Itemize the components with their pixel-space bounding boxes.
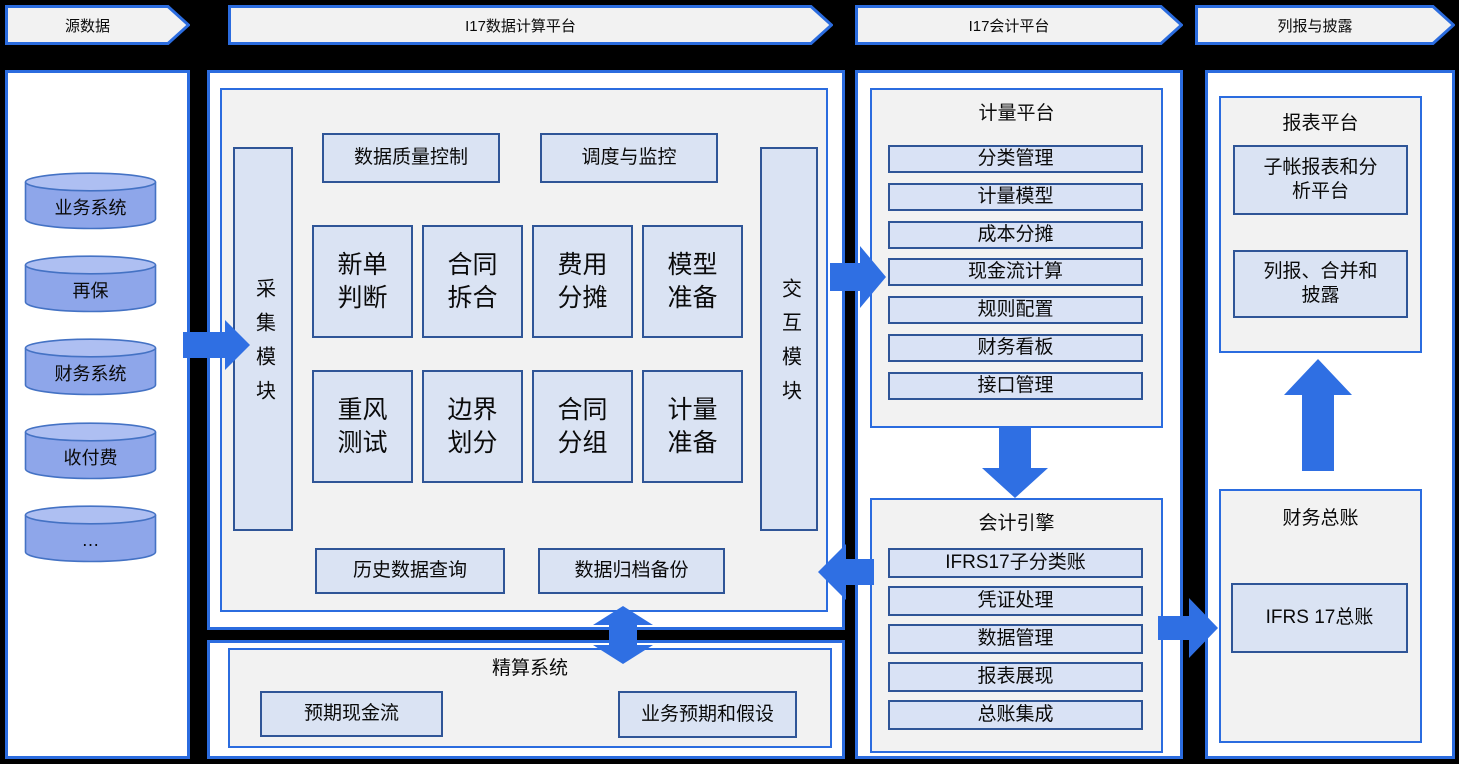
cylinder-label: 收付费	[63, 448, 118, 468]
cylinder-label: …	[81, 529, 100, 550]
accounting-engine-box: 会计引擎 IFRS17子分类账 凭证处理 数据管理 报表展现 总账集成	[870, 498, 1163, 753]
cylinder-business-system: 业务系统	[24, 172, 157, 230]
contract-grouping-box: 合同 分组	[532, 370, 633, 483]
gl-integration-item: 总账集成	[888, 700, 1143, 730]
measurement-platform-box: 计量平台 分类管理 计量模型 成本分摊 现金流计算 规则配置 财务看板 接口管理	[870, 88, 1163, 428]
interact-module-bar: 交互模块	[760, 147, 818, 531]
data-quality-control-box: 数据质量控制	[322, 133, 500, 183]
header-label: 源数据	[64, 17, 110, 35]
database-cylinder-icon	[24, 172, 157, 230]
cost-allocation-item: 成本分摊	[888, 221, 1143, 249]
chevron-shape	[228, 5, 833, 45]
compute-platform-inner: 采集模块 交互模块 数据质量控制 调度与监控 新单 判断 合同 拆合 费用 分摊…	[220, 88, 828, 612]
history-data-query-box: 历史数据查询	[315, 548, 505, 594]
data-management-item: 数据管理	[888, 624, 1143, 654]
report-presentation-item: 报表展现	[888, 662, 1143, 692]
database-cylinder-icon	[24, 338, 157, 396]
arrow-source-to-compute	[183, 320, 250, 375]
database-cylinder-icon	[24, 422, 157, 480]
chevron-shape	[5, 5, 190, 45]
arrow-compute-actuarial-bidirectional	[592, 606, 654, 669]
cylinder-finance-system: 财务系统	[24, 338, 157, 396]
database-cylinder-icon	[24, 505, 157, 563]
report-platform-box: 报表平台 子帐报表和分 析平台 列报、合并和 披露	[1219, 96, 1422, 353]
boundary-division-box: 边界 划分	[422, 370, 523, 483]
arrow-measurement-to-engine	[982, 426, 1048, 503]
finance-dashboard-item: 财务看板	[888, 334, 1143, 362]
classification-management-item: 分类管理	[888, 145, 1143, 173]
chevron-shape	[855, 5, 1183, 45]
database-cylinder-icon	[24, 255, 157, 313]
cylinder-label: 财务系统	[54, 364, 127, 384]
arrow-engine-to-compute	[818, 544, 874, 605]
header-label: I17数据计算平台	[465, 17, 576, 35]
chevron-shape	[1195, 5, 1455, 45]
cashflow-calculation-item: 现金流计算	[888, 258, 1143, 286]
data-archive-backup-box: 数据归档备份	[538, 548, 725, 594]
measurement-platform-title: 计量平台	[978, 103, 1055, 124]
actuarial-system-inner: 精算系统 预期现金流 业务预期和假设	[228, 648, 832, 748]
source-data-panel: 业务系统 再保 财务系统 收付费	[5, 70, 190, 759]
interface-management-item: 接口管理	[888, 372, 1143, 400]
business-assumptions-box: 业务预期和假设	[618, 691, 797, 738]
expense-allocation-box: 费用 分摊	[532, 225, 633, 338]
header-disclosure: 列报与披露	[1195, 5, 1455, 45]
significant-risk-test-box: 重风 测试	[312, 370, 413, 483]
arrow-engine-to-ledger	[1158, 598, 1218, 663]
cylinder-payment-collection: 收付费	[24, 422, 157, 480]
subledger-report-box: 子帐报表和分 析平台	[1233, 145, 1408, 215]
report-platform-title: 报表平台	[1282, 113, 1359, 134]
expected-cashflow-box: 预期现金流	[260, 691, 443, 737]
compute-platform-panel: 采集模块 交互模块 数据质量控制 调度与监控 新单 判断 合同 拆合 费用 分摊…	[207, 70, 845, 630]
actuarial-system-panel: 精算系统 预期现金流 业务预期和假设	[207, 640, 845, 759]
presentation-consolidation-box: 列报、合并和 披露	[1233, 250, 1408, 318]
header-accounting-platform: I17会计平台	[855, 5, 1183, 45]
cylinder-label: 再保	[72, 281, 109, 301]
accounting-engine-title: 会计引擎	[978, 513, 1055, 534]
header-label: 列报与披露	[1277, 17, 1353, 35]
scheduling-monitoring-box: 调度与监控	[540, 133, 718, 183]
measurement-model-item: 计量模型	[888, 183, 1143, 211]
new-policy-judgement-box: 新单 判断	[312, 225, 413, 338]
cylinder-others: …	[24, 505, 157, 563]
voucher-processing-item: 凭证处理	[888, 586, 1143, 616]
cylinder-reinsurance: 再保	[24, 255, 157, 313]
ifrs17-gl-box: IFRS 17总账	[1231, 583, 1408, 653]
general-ledger-title: 财务总账	[1282, 508, 1359, 529]
header-label: I17会计平台	[968, 17, 1050, 35]
measurement-preparation-box: 计量 准备	[642, 370, 743, 483]
header-compute-platform: I17数据计算平台	[228, 5, 833, 45]
arrow-compute-to-measurement	[830, 246, 886, 313]
arrow-ledger-to-report	[1284, 359, 1352, 476]
general-ledger-box: 财务总账 IFRS 17总账	[1219, 489, 1422, 743]
rule-configuration-item: 规则配置	[888, 296, 1143, 324]
header-source-data: 源数据	[5, 5, 190, 45]
model-preparation-box: 模型 准备	[642, 225, 743, 338]
cylinder-label: 业务系统	[54, 198, 127, 218]
accounting-platform-panel: 计量平台 分类管理 计量模型 成本分摊 现金流计算 规则配置 财务看板 接口管理…	[855, 70, 1183, 759]
contract-split-merge-box: 合同 拆合	[422, 225, 523, 338]
ifrs17-subledger-item: IFRS17子分类账	[888, 548, 1143, 578]
actuarial-system-title: 精算系统	[491, 658, 568, 679]
